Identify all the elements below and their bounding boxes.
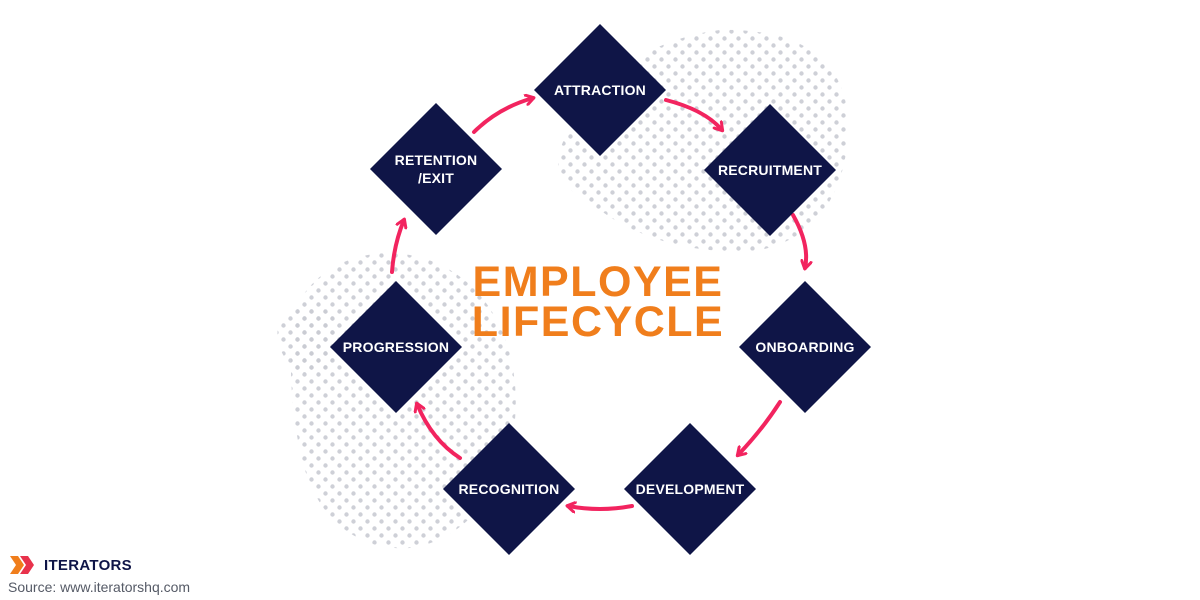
diamond-onboarding bbox=[739, 281, 871, 413]
arrow-retention-to-attraction bbox=[472, 98, 533, 134]
title-line-1: EMPLOYEE bbox=[473, 258, 724, 306]
arrow-recruitment-to-onboarding bbox=[791, 213, 806, 268]
node-label-attraction: ATTRACTION bbox=[554, 82, 646, 98]
node-label-recruitment: RECRUITMENT bbox=[718, 162, 822, 178]
arrow-recognition-to-progression bbox=[417, 404, 462, 460]
arrow-attraction-to-recruitment bbox=[664, 98, 722, 130]
iterators-logo: ITERATORS bbox=[8, 554, 132, 576]
title-line-2: LIFECYCLE bbox=[472, 298, 724, 346]
arrow-progression-to-retention bbox=[390, 220, 404, 274]
node-label-recognition: RECOGNITION bbox=[459, 481, 560, 497]
node-label-retention-exit: /EXIT bbox=[418, 170, 454, 186]
node-recruitment: RECRUITMENT bbox=[704, 104, 836, 236]
cycle-arrows bbox=[390, 98, 806, 509]
dot-patch-left-edge bbox=[277, 306, 341, 374]
node-development: DEVELOPMENT bbox=[624, 423, 756, 555]
node-label-development: DEVELOPMENT bbox=[636, 481, 745, 497]
node-retention-exit: RETENTION/EXIT bbox=[370, 103, 502, 235]
node-progression: PROGRESSION bbox=[330, 281, 462, 413]
diamond-recruitment bbox=[704, 104, 836, 236]
node-label-progression: PROGRESSION bbox=[343, 339, 449, 355]
node-label-retention-exit: RETENTION bbox=[395, 152, 478, 168]
diamond-retention-exit bbox=[370, 103, 502, 235]
diamond-progression bbox=[330, 281, 462, 413]
logo-name: ITERATORS bbox=[44, 556, 132, 574]
arrow-development-to-recognition bbox=[568, 506, 634, 509]
source-credit: Source: www.iteratorshq.com bbox=[8, 579, 191, 595]
diamond-development bbox=[624, 423, 756, 555]
iterators-chevron-icon bbox=[10, 556, 34, 574]
node-label-onboarding: ONBOARDING bbox=[755, 339, 854, 355]
center-title: EMPLOYEE LIFECYCLE bbox=[472, 258, 724, 346]
arrow-onboarding-to-development bbox=[738, 400, 782, 455]
diamond-attraction bbox=[534, 24, 666, 156]
node-onboarding: ONBOARDING bbox=[739, 281, 871, 413]
lifecycle-nodes: ATTRACTION RECRUITMENT ONBOARDING DEVELOPME… bbox=[330, 24, 871, 555]
node-recognition: RECOGNITION bbox=[443, 423, 575, 555]
diamond-recognition bbox=[443, 423, 575, 555]
node-attraction: ATTRACTION bbox=[534, 24, 666, 156]
